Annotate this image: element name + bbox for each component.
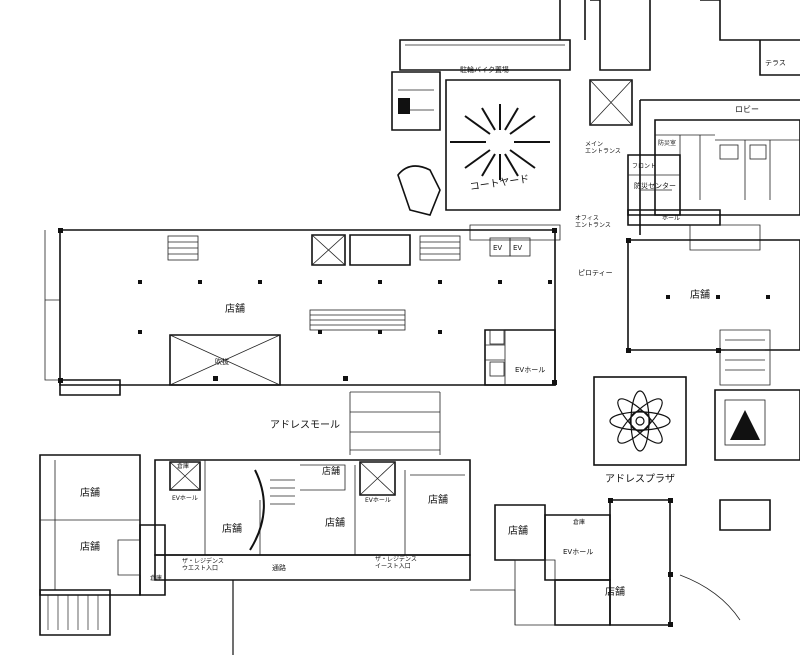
- store-s1-label: 店舗: [508, 524, 528, 537]
- disaster-center-label: 防災センター: [634, 181, 676, 190]
- terrace-label: テラス: [765, 59, 786, 67]
- store-c4-label: 店舗: [428, 493, 448, 506]
- flower-ornament-icon: [593, 376, 687, 466]
- office-block: [627, 119, 800, 251]
- address-plaza-label: アドレスプラザ: [605, 473, 675, 485]
- main-entrance-label: メインエントランス: [585, 141, 621, 155]
- lower-right-block: [470, 498, 771, 627]
- storage-label-2: 倉庫: [150, 574, 162, 582]
- store-c3-label: 店舗: [325, 516, 345, 529]
- ev-hall-3-label: EVホール: [365, 497, 391, 504]
- triangle-arrow-icon: [724, 399, 766, 446]
- ev-hall-4-label: EVホール: [563, 548, 593, 556]
- east-store-block: [626, 238, 800, 461]
- address-mall-label: アドレスモール: [270, 420, 340, 431]
- piloti-label: ピロティー: [578, 269, 613, 277]
- store-east-label: 店舗: [690, 288, 710, 301]
- store-main-label: 店舗: [225, 302, 245, 315]
- store-w1-label: 店舗: [80, 486, 100, 499]
- hall-label: ホール: [662, 215, 680, 222]
- ev-hall-label: EVホール: [515, 366, 545, 374]
- top-structures: [391, 0, 800, 241]
- mall-corridor: [349, 391, 441, 455]
- storage-label-3: 倉庫: [573, 518, 585, 526]
- front-label: フロント: [632, 163, 656, 170]
- ev-label-2: EV: [513, 244, 522, 252]
- lower-center-block: [154, 459, 471, 655]
- lobby-label: ロビー: [735, 105, 759, 114]
- store-c2-label: 店舗: [322, 465, 340, 477]
- east-entrance-label: ザ・レジデンスイースト入口: [375, 555, 417, 570]
- storage-label-1: 倉庫: [177, 462, 189, 470]
- store-w2-label: 店舗: [80, 540, 100, 553]
- ev-label-1: EV: [493, 244, 502, 252]
- disaster-room-label: 防災室: [658, 139, 676, 147]
- ev-hall-2-label: EVホール: [172, 495, 198, 502]
- sunburst-icon: [450, 104, 550, 180]
- store-c1-label: 店舗: [222, 522, 242, 535]
- store-s2-label: 店舗: [605, 585, 625, 598]
- west-entrance-label: ザ・レジデンスウエスト入口: [182, 557, 224, 572]
- parking-label: 駐輪バイク置場: [460, 65, 509, 74]
- main-store-block: [44, 228, 557, 396]
- lower-west-block: [39, 454, 166, 636]
- office-entrance-label: オフィスエントランス: [575, 215, 611, 229]
- passage-label: 通路: [272, 563, 286, 572]
- fukinuke-label: 吹抜: [215, 357, 229, 366]
